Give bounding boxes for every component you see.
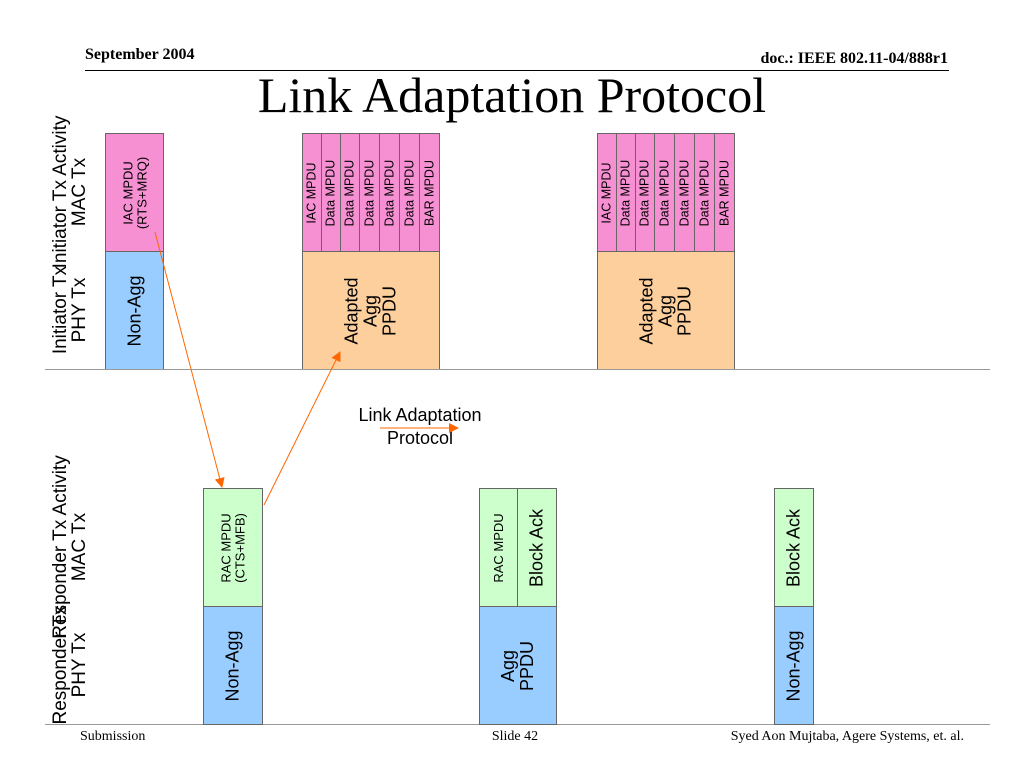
responder-frame1-phy: Non-Agg bbox=[203, 606, 263, 725]
arrow-feedback bbox=[263, 351, 341, 506]
initiator-frame2-phy: Adapted Agg PPDU bbox=[302, 251, 440, 370]
legend-line1: Link Adaptation bbox=[358, 405, 482, 425]
responder-frame2-phy: Agg PPDU bbox=[479, 606, 557, 725]
legend-line2: Protocol bbox=[386, 428, 454, 449]
footer-center: Slide 42 bbox=[491, 729, 539, 744]
footer-left: Submission bbox=[80, 729, 146, 744]
footer-right: Syed Aon Mujtaba, Agere Systems, et. al. bbox=[730, 729, 964, 744]
responder-frame3-mac: Block Ack bbox=[774, 488, 814, 607]
initiator-frame1-phy: Non-Agg bbox=[105, 251, 164, 370]
legend-label: Link Adaptation Protocol bbox=[330, 404, 510, 451]
responder-frame3-phy: Non-Agg bbox=[774, 606, 814, 725]
initiator-frame1-mac: IAC MPDU (RTS+MRQ) bbox=[105, 133, 164, 252]
slide-title: Link Adaptation Protocol bbox=[257, 67, 767, 123]
responder-frame2-mac-blockack: Block Ack bbox=[517, 488, 557, 607]
responder-frame2-mac-rac: RAC MPDU bbox=[479, 488, 518, 607]
responder-frame1-mac: RAC MPDU (CTS+MFB) bbox=[203, 488, 263, 607]
header-divider bbox=[85, 70, 949, 71]
header-doc-id: doc.: IEEE 802.11-04/888r1 bbox=[760, 50, 948, 67]
initiator-baseline bbox=[45, 369, 990, 370]
header-date: September 2004 bbox=[85, 46, 195, 63]
initiator-frame3-phy: Adapted Agg PPDU bbox=[597, 251, 735, 370]
arrow-request bbox=[154, 231, 225, 488]
